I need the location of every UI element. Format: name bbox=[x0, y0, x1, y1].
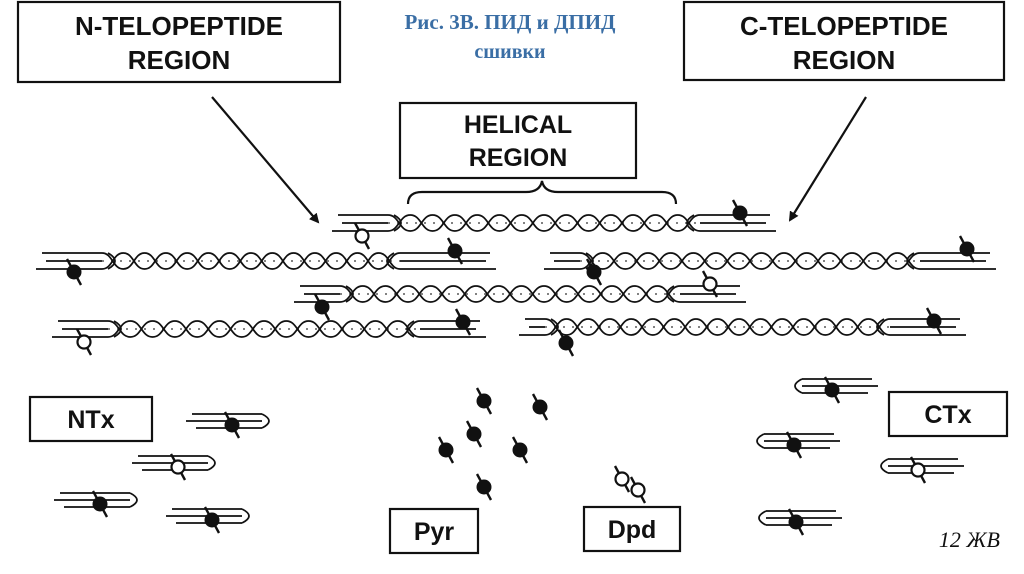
c-telopeptide-arrow bbox=[788, 96, 867, 222]
ctx-fragment bbox=[756, 431, 840, 459]
helical-region-brace bbox=[406, 180, 678, 205]
dpd-crosslink-marker bbox=[353, 222, 371, 250]
collagen-molecule bbox=[332, 214, 776, 232]
dpd-crosslink-marker bbox=[169, 453, 187, 481]
helical-region-label-line2: REGION bbox=[469, 144, 568, 172]
n-telopeptide-arrow bbox=[211, 96, 320, 224]
ntx-fragment bbox=[132, 453, 216, 481]
pyr-crosslink-marker bbox=[203, 506, 221, 534]
free-dpd-crosslink bbox=[629, 476, 647, 504]
collagen-molecule bbox=[52, 320, 486, 338]
pyr-crosslink-marker bbox=[731, 199, 749, 227]
pyr-crosslink-marker bbox=[223, 411, 241, 439]
ntx-label: NTx bbox=[67, 406, 114, 434]
n-telopeptide-label-line2: REGION bbox=[128, 45, 231, 75]
dpd-label-box: Dpd bbox=[582, 505, 682, 553]
ctx-label-box: CTx bbox=[887, 390, 1009, 438]
c-telopeptide-label-line1: C-TELOPEPTIDE bbox=[740, 11, 948, 41]
collagen-molecule bbox=[294, 285, 746, 303]
slide-title-line2: сшивки bbox=[474, 41, 545, 63]
collagen-molecule bbox=[544, 252, 996, 270]
crosslink-fragments bbox=[54, 376, 964, 536]
pyr-crosslink-marker bbox=[446, 237, 464, 265]
collagen-molecule bbox=[36, 252, 496, 270]
pyr-crosslink-marker bbox=[925, 307, 943, 335]
pyr-crosslink-marker bbox=[313, 293, 331, 321]
dpd-crosslink-marker bbox=[701, 270, 719, 298]
ntx-fragment bbox=[166, 506, 250, 534]
ctx-label: CTx bbox=[924, 401, 971, 429]
pyr-crosslink-marker bbox=[454, 308, 472, 336]
pyr-crosslink-marker bbox=[91, 490, 109, 518]
pyr-crosslink-marker bbox=[65, 258, 83, 286]
ctx-fragment bbox=[794, 376, 878, 404]
dpd-crosslink-marker bbox=[75, 328, 93, 356]
pyr-label: Pyr bbox=[414, 518, 455, 546]
c-telopeptide-label-box: C-TELOPEPTIDE REGION bbox=[682, 0, 1006, 82]
pyr-crosslink-marker bbox=[958, 235, 976, 263]
collagen-molecule bbox=[519, 318, 966, 336]
free-pyr-crosslink bbox=[511, 436, 529, 464]
ntx-fragment bbox=[54, 490, 138, 518]
ntx-label-box: NTx bbox=[28, 395, 154, 443]
free-pyr-crosslink bbox=[475, 387, 493, 415]
helical-region-label-line1: HELICAL bbox=[464, 111, 572, 139]
ntx-fragment bbox=[186, 411, 270, 439]
collagen-fibril-array bbox=[36, 199, 996, 357]
free-pyr-crosslink bbox=[475, 473, 493, 501]
pyr-label-box: Pyr bbox=[388, 507, 480, 555]
ctx-fragment bbox=[758, 508, 842, 536]
slide-footer: 12 ЖВ bbox=[939, 527, 1000, 552]
pyr-crosslink-marker bbox=[823, 376, 841, 404]
ctx-fragment bbox=[880, 456, 964, 484]
pyr-crosslink-marker bbox=[785, 431, 803, 459]
pyr-crosslink-marker bbox=[557, 329, 575, 357]
helical-region-label-box: HELICAL REGION bbox=[398, 101, 638, 180]
pyr-crosslink-marker bbox=[585, 258, 603, 286]
c-telopeptide-label-line2: REGION bbox=[793, 45, 896, 75]
n-telopeptide-label-line1: N-TELOPEPTIDE bbox=[75, 11, 283, 41]
dpd-crosslink-marker bbox=[909, 456, 927, 484]
n-telopeptide-label-box: N-TELOPEPTIDE REGION bbox=[16, 0, 342, 84]
dpd-label: Dpd bbox=[608, 516, 657, 544]
free-dpd-crosslink bbox=[613, 465, 631, 493]
slide-title-line1: Рис. 3В. ПИД и ДПИД bbox=[404, 10, 616, 34]
free-pyr-crosslink bbox=[531, 393, 549, 421]
free-pyr-crosslink bbox=[437, 436, 455, 464]
free-pyr-crosslink bbox=[465, 420, 483, 448]
pyr-crosslink-marker bbox=[787, 508, 805, 536]
